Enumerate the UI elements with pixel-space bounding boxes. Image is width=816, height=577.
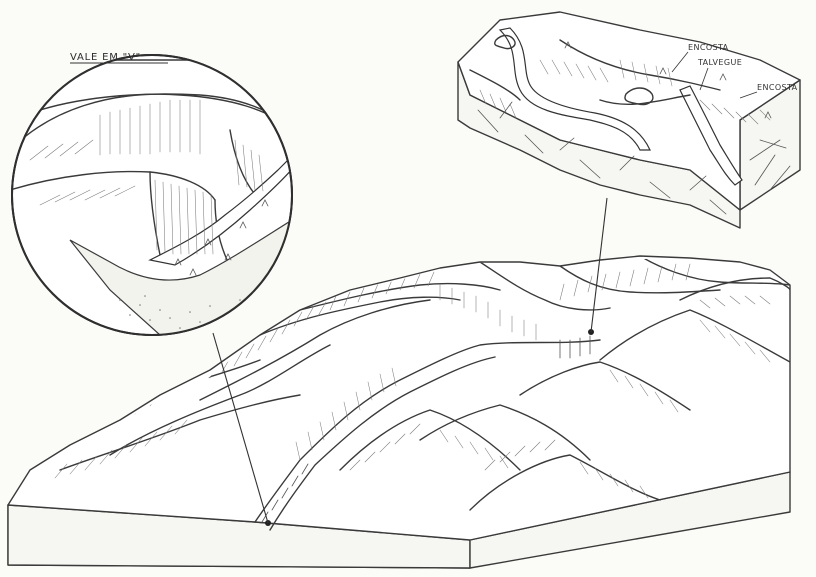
slope-label-2: ENCOSTA — [757, 83, 798, 92]
inset-block-diagram: ENCOSTA TALVEGUE ENCOSTA — [458, 12, 800, 228]
magnified-lens-v-valley: VALE EM "V" — [10, 52, 298, 335]
slope-label-1: ENCOSTA — [688, 43, 729, 52]
thalweg-label: TALVEGUE — [697, 58, 742, 67]
v-valley-label: VALE EM "V" — [70, 52, 141, 63]
